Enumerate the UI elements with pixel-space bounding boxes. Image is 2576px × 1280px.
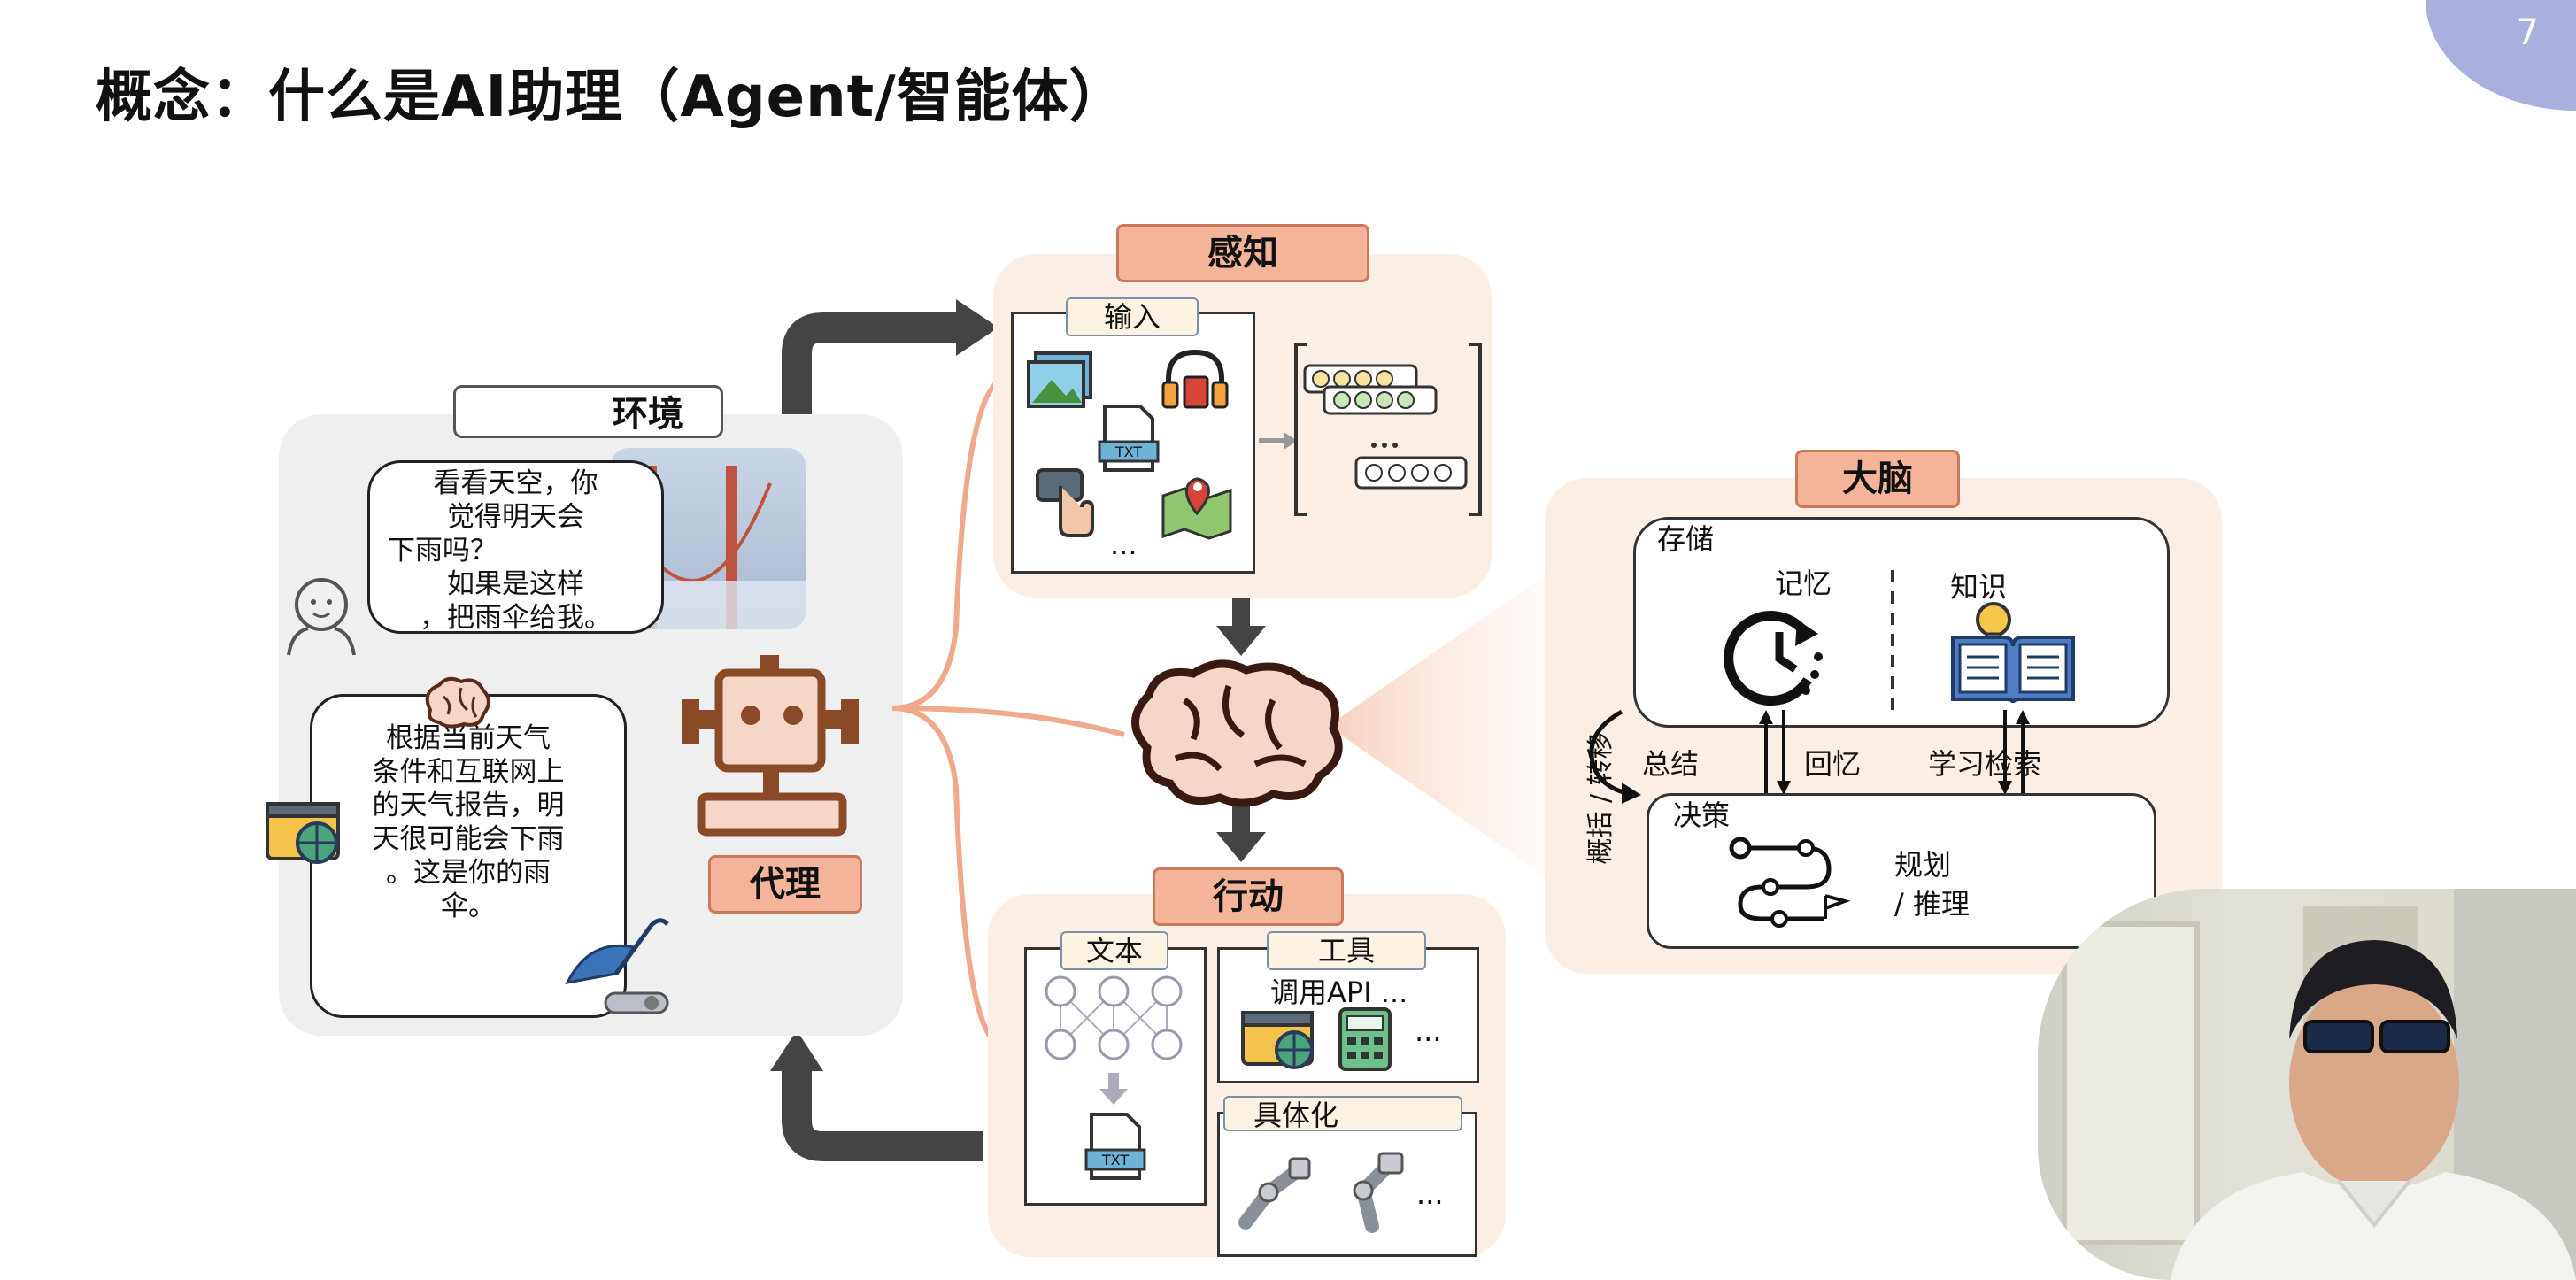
clock-history-icon xyxy=(1724,611,1823,706)
text-tag: 文本 xyxy=(1060,931,1168,970)
agent-line-4: 天很可能会下雨 xyxy=(372,823,565,855)
token-matrix xyxy=(1294,343,1482,516)
brain-icon xyxy=(1131,659,1343,807)
txt-file-icon: TXT xyxy=(1098,405,1160,472)
learn-retrieve-label: 学习检索 xyxy=(1928,747,2042,781)
touch-icon xyxy=(1036,468,1094,537)
svg-text:TXT: TXT xyxy=(1101,1152,1129,1168)
image-icon xyxy=(1027,351,1092,408)
embodied-ellipsis: ... xyxy=(1416,1177,1444,1211)
robot-arm-icon xyxy=(1238,1157,1311,1230)
memory-label: 记忆 xyxy=(1775,567,1832,600)
user-line-3: 下雨吗？ xyxy=(388,535,497,567)
encode-arrow xyxy=(1259,432,1298,450)
presenter-video xyxy=(2038,889,2576,1280)
embodied-tag: 具体化 xyxy=(1223,1096,1462,1132)
action-label: 行动 xyxy=(1153,867,1344,926)
user-line-1: 看看天空，你 xyxy=(433,467,598,499)
brain-beam xyxy=(1328,567,1558,885)
page-number-badge xyxy=(2426,0,2576,111)
agent-line-5: 。这是你的雨 xyxy=(386,857,551,889)
agent-connectors xyxy=(891,378,1125,1047)
knowledge-label: 知识 xyxy=(1950,570,2008,604)
environment-label: 环境 xyxy=(453,385,723,438)
user-line-4: 如果是这样 xyxy=(447,568,584,600)
summarize-recall-arrows xyxy=(1759,710,1791,795)
agent-line-3: 的天气报告，明 xyxy=(372,790,565,821)
generalize-label: 概括 / 转移 xyxy=(1585,732,1616,865)
tool-ellipsis: ... xyxy=(1415,1014,1442,1048)
headphones-icon xyxy=(1161,349,1229,409)
text-output-arrow xyxy=(1099,1073,1128,1105)
txt-output-icon: TXT xyxy=(1084,1113,1146,1180)
perception-to-brain-arrow xyxy=(1216,598,1266,656)
summarize-label: 总结 xyxy=(1642,747,1700,781)
storage-label: 存储 xyxy=(1657,522,1715,556)
robot-leg-icon xyxy=(1353,1152,1404,1233)
web-tool-icon xyxy=(1241,1011,1314,1069)
perception-label: 感知 xyxy=(1116,224,1369,282)
tool-call-text: 调用API ... xyxy=(1270,975,1408,1009)
input-tag: 输入 xyxy=(1066,297,1199,336)
book-idea-icon xyxy=(1951,602,2075,704)
svg-text:TXT: TXT xyxy=(1114,443,1142,460)
umbrella-robot-icon xyxy=(565,918,669,1014)
user-speech-bubble: 看看天空，你 觉得明天会 下雨吗？ 如果是这样 ，把雨伞给我。 xyxy=(367,460,664,634)
page-number: 7 xyxy=(2516,12,2539,53)
input-ellipsis: ... xyxy=(1110,528,1138,561)
reasoning-label: / 推理 xyxy=(1894,887,1970,921)
route-planning-icon xyxy=(1729,837,1851,928)
agent-speech-bubble: 根据当前天气 条件和互联网上 的天气报告，明 天很可能会下雨 。这是你的雨 伞。 xyxy=(310,694,627,1018)
calculator-icon xyxy=(1338,1007,1392,1071)
brain-label: 大脑 xyxy=(1795,450,1960,508)
recall-label: 回忆 xyxy=(1804,747,1862,781)
slide-title: 概念：什么是AI助理（Agent/智能体） xyxy=(96,65,1127,130)
agent-line-1: 根据当前天气 xyxy=(386,722,551,754)
planning-label: 规划 xyxy=(1894,848,1952,882)
storage-box xyxy=(1633,517,2170,728)
divider-dashed xyxy=(1891,570,1894,712)
web-weather-icon xyxy=(266,802,340,864)
tool-tag: 工具 xyxy=(1267,931,1426,970)
learn-retrieve-arrows xyxy=(1998,710,2030,795)
env-to-perception-arrow xyxy=(782,299,999,420)
agent-line-2: 条件和互联网上 xyxy=(372,756,565,788)
agent-line-6: 伞。 xyxy=(441,891,496,922)
action-to-env-arrow xyxy=(770,1030,983,1161)
brain-to-action-arrow xyxy=(1216,806,1266,862)
neural-net-icon xyxy=(1045,975,1183,1060)
map-pin-icon xyxy=(1161,477,1232,540)
user-line-5: ，把雨伞给我。 xyxy=(420,602,612,634)
agent-label: 代理 xyxy=(708,855,862,914)
agent-robot-icon xyxy=(682,655,859,837)
small-brain-icon xyxy=(425,676,490,729)
user-line-2: 觉得明天会 xyxy=(447,501,584,533)
user-icon xyxy=(287,578,356,656)
decision-label: 决策 xyxy=(1673,798,1731,832)
generalize-arrow xyxy=(1589,709,1641,804)
